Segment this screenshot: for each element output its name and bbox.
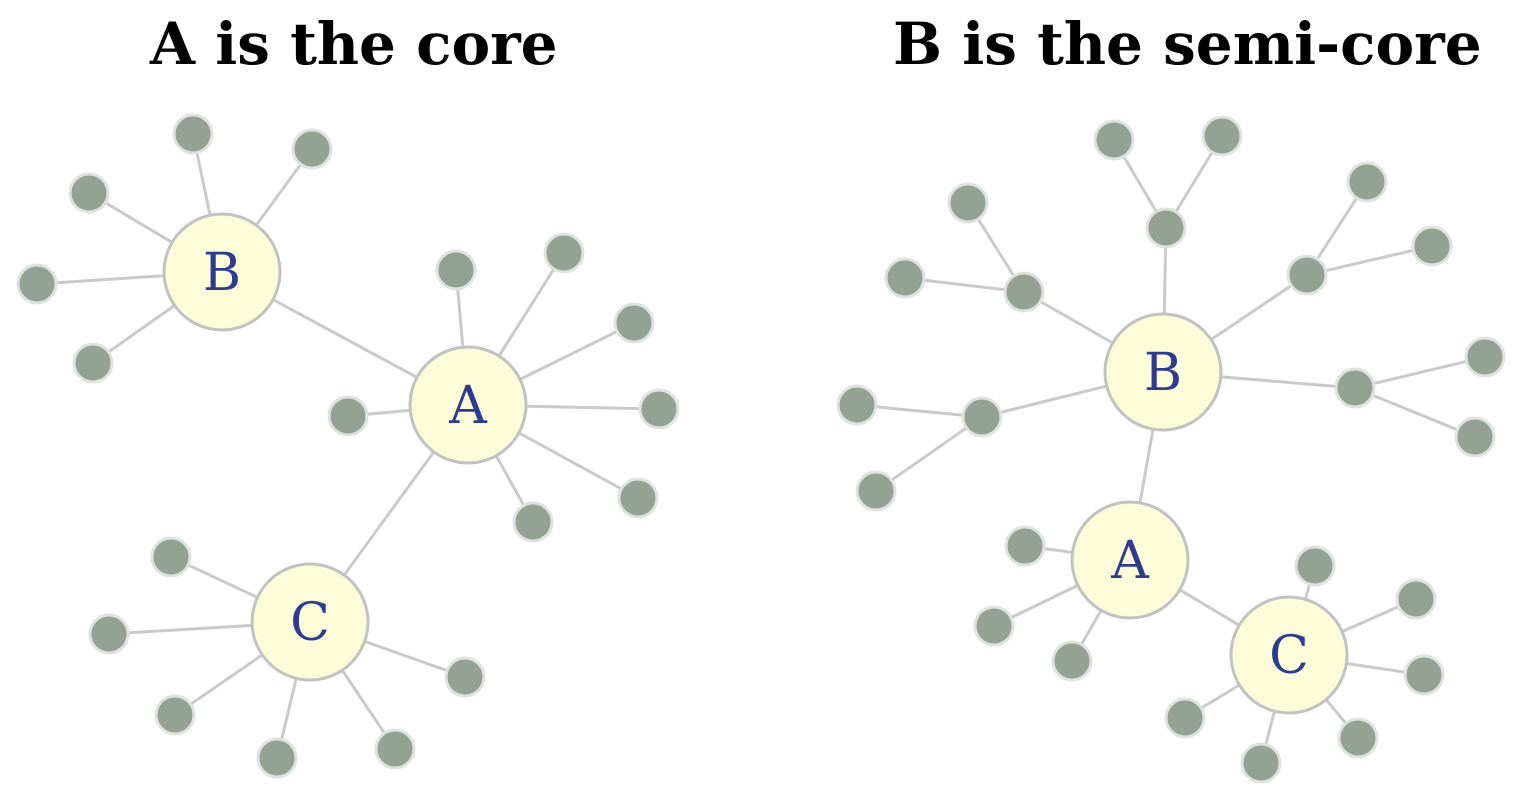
right-hub-b-circle [1103,312,1223,432]
right-leaf-mid-2-2 [1411,225,1453,267]
right-leaf-mid-3-1 [947,182,989,224]
left-leaf-a-5 [617,477,659,519]
left-hub-a-label: A [448,376,488,436]
right-leaf-c-2 [1395,578,1437,620]
left-hub-c-circle [250,562,370,682]
left-leaf-c-3 [154,694,196,736]
right-edge-mid-4-leaf-2 [875,415,983,493]
left-leaf-b-5 [72,342,114,384]
right-edge-branch-leaf-1 [1354,355,1486,390]
right-leaf-branch-2 [1454,416,1496,458]
right-mid-node-1 [1145,207,1187,249]
left-leaf-c-1 [150,536,192,578]
left-hub-c: C [250,562,370,682]
left-hub-a-circle [408,345,528,465]
right-leaf-mid-4-1 [836,384,878,426]
right-hub-b: B [1103,312,1223,432]
left-hub-b: B [162,212,282,332]
left-leaf-c-5 [374,728,416,770]
left-leaf-a-6 [512,501,554,543]
left-leaf-c-2 [88,613,130,655]
left-leaf-a-2 [543,232,585,274]
left-leaf-a-1 [435,249,477,291]
right-hub-a: A [1070,500,1190,620]
right-leaf-a-2 [973,605,1015,647]
right-edge-branch-leaf-2 [1354,386,1476,439]
right-hub-c-label: C [1269,626,1309,686]
right-mid-node-4 [961,396,1003,438]
right-hub-c: C [1229,595,1349,715]
right-leaf-mid-3-2 [884,257,926,299]
left-leaf-b-4 [16,263,58,305]
right-leaf-mid-2-1 [1346,161,1388,203]
right-hub-b-label: B [1144,343,1182,403]
right-leaf-c-3 [1403,654,1445,696]
right-branch-node-1 [1334,367,1376,409]
right-hub-c-circle [1229,595,1349,715]
right-leaf-mid-4-2 [855,470,897,512]
left-leaf-a-7 [327,395,369,437]
right-leaf-c-5 [1240,742,1282,784]
right-mid-node-3 [1003,271,1045,313]
right-edge-mid-4-leaf-1 [856,403,983,419]
right-leaf-a-1 [1004,525,1046,567]
left-leaf-a-4 [638,388,680,430]
right-mid-node-2 [1286,254,1328,296]
right-leaf-a-3 [1051,640,1093,682]
nodes-layer: A B C B A C [16,113,1506,784]
left-leaf-a-3 [613,302,655,344]
left-panel-title: A is the core [150,10,558,78]
left-leaf-b-2 [291,128,333,170]
left-hub-b-label: B [203,243,241,303]
right-leaf-c-4 [1337,717,1379,759]
right-leaf-c-6 [1164,697,1206,739]
right-leaf-mid-1-2 [1201,115,1243,157]
right-leaf-mid-1-1 [1093,119,1135,161]
right-hub-a-label: A [1110,531,1150,591]
right-leaf-c-1 [1294,545,1336,587]
right-panel-title: B is the semi-core [893,10,1482,78]
left-leaf-c-4 [256,737,298,779]
right-edge-mid-2-leaf-2 [1306,244,1433,277]
left-hub-b-circle [162,212,282,332]
left-leaf-b-1 [172,113,214,155]
left-hub-c-label: C [290,593,330,653]
left-hub-a: A [408,345,528,465]
right-hub-a-circle [1070,500,1190,620]
left-leaf-c-6 [444,656,486,698]
left-leaf-b-3 [68,172,110,214]
right-leaf-branch-1 [1464,336,1506,378]
